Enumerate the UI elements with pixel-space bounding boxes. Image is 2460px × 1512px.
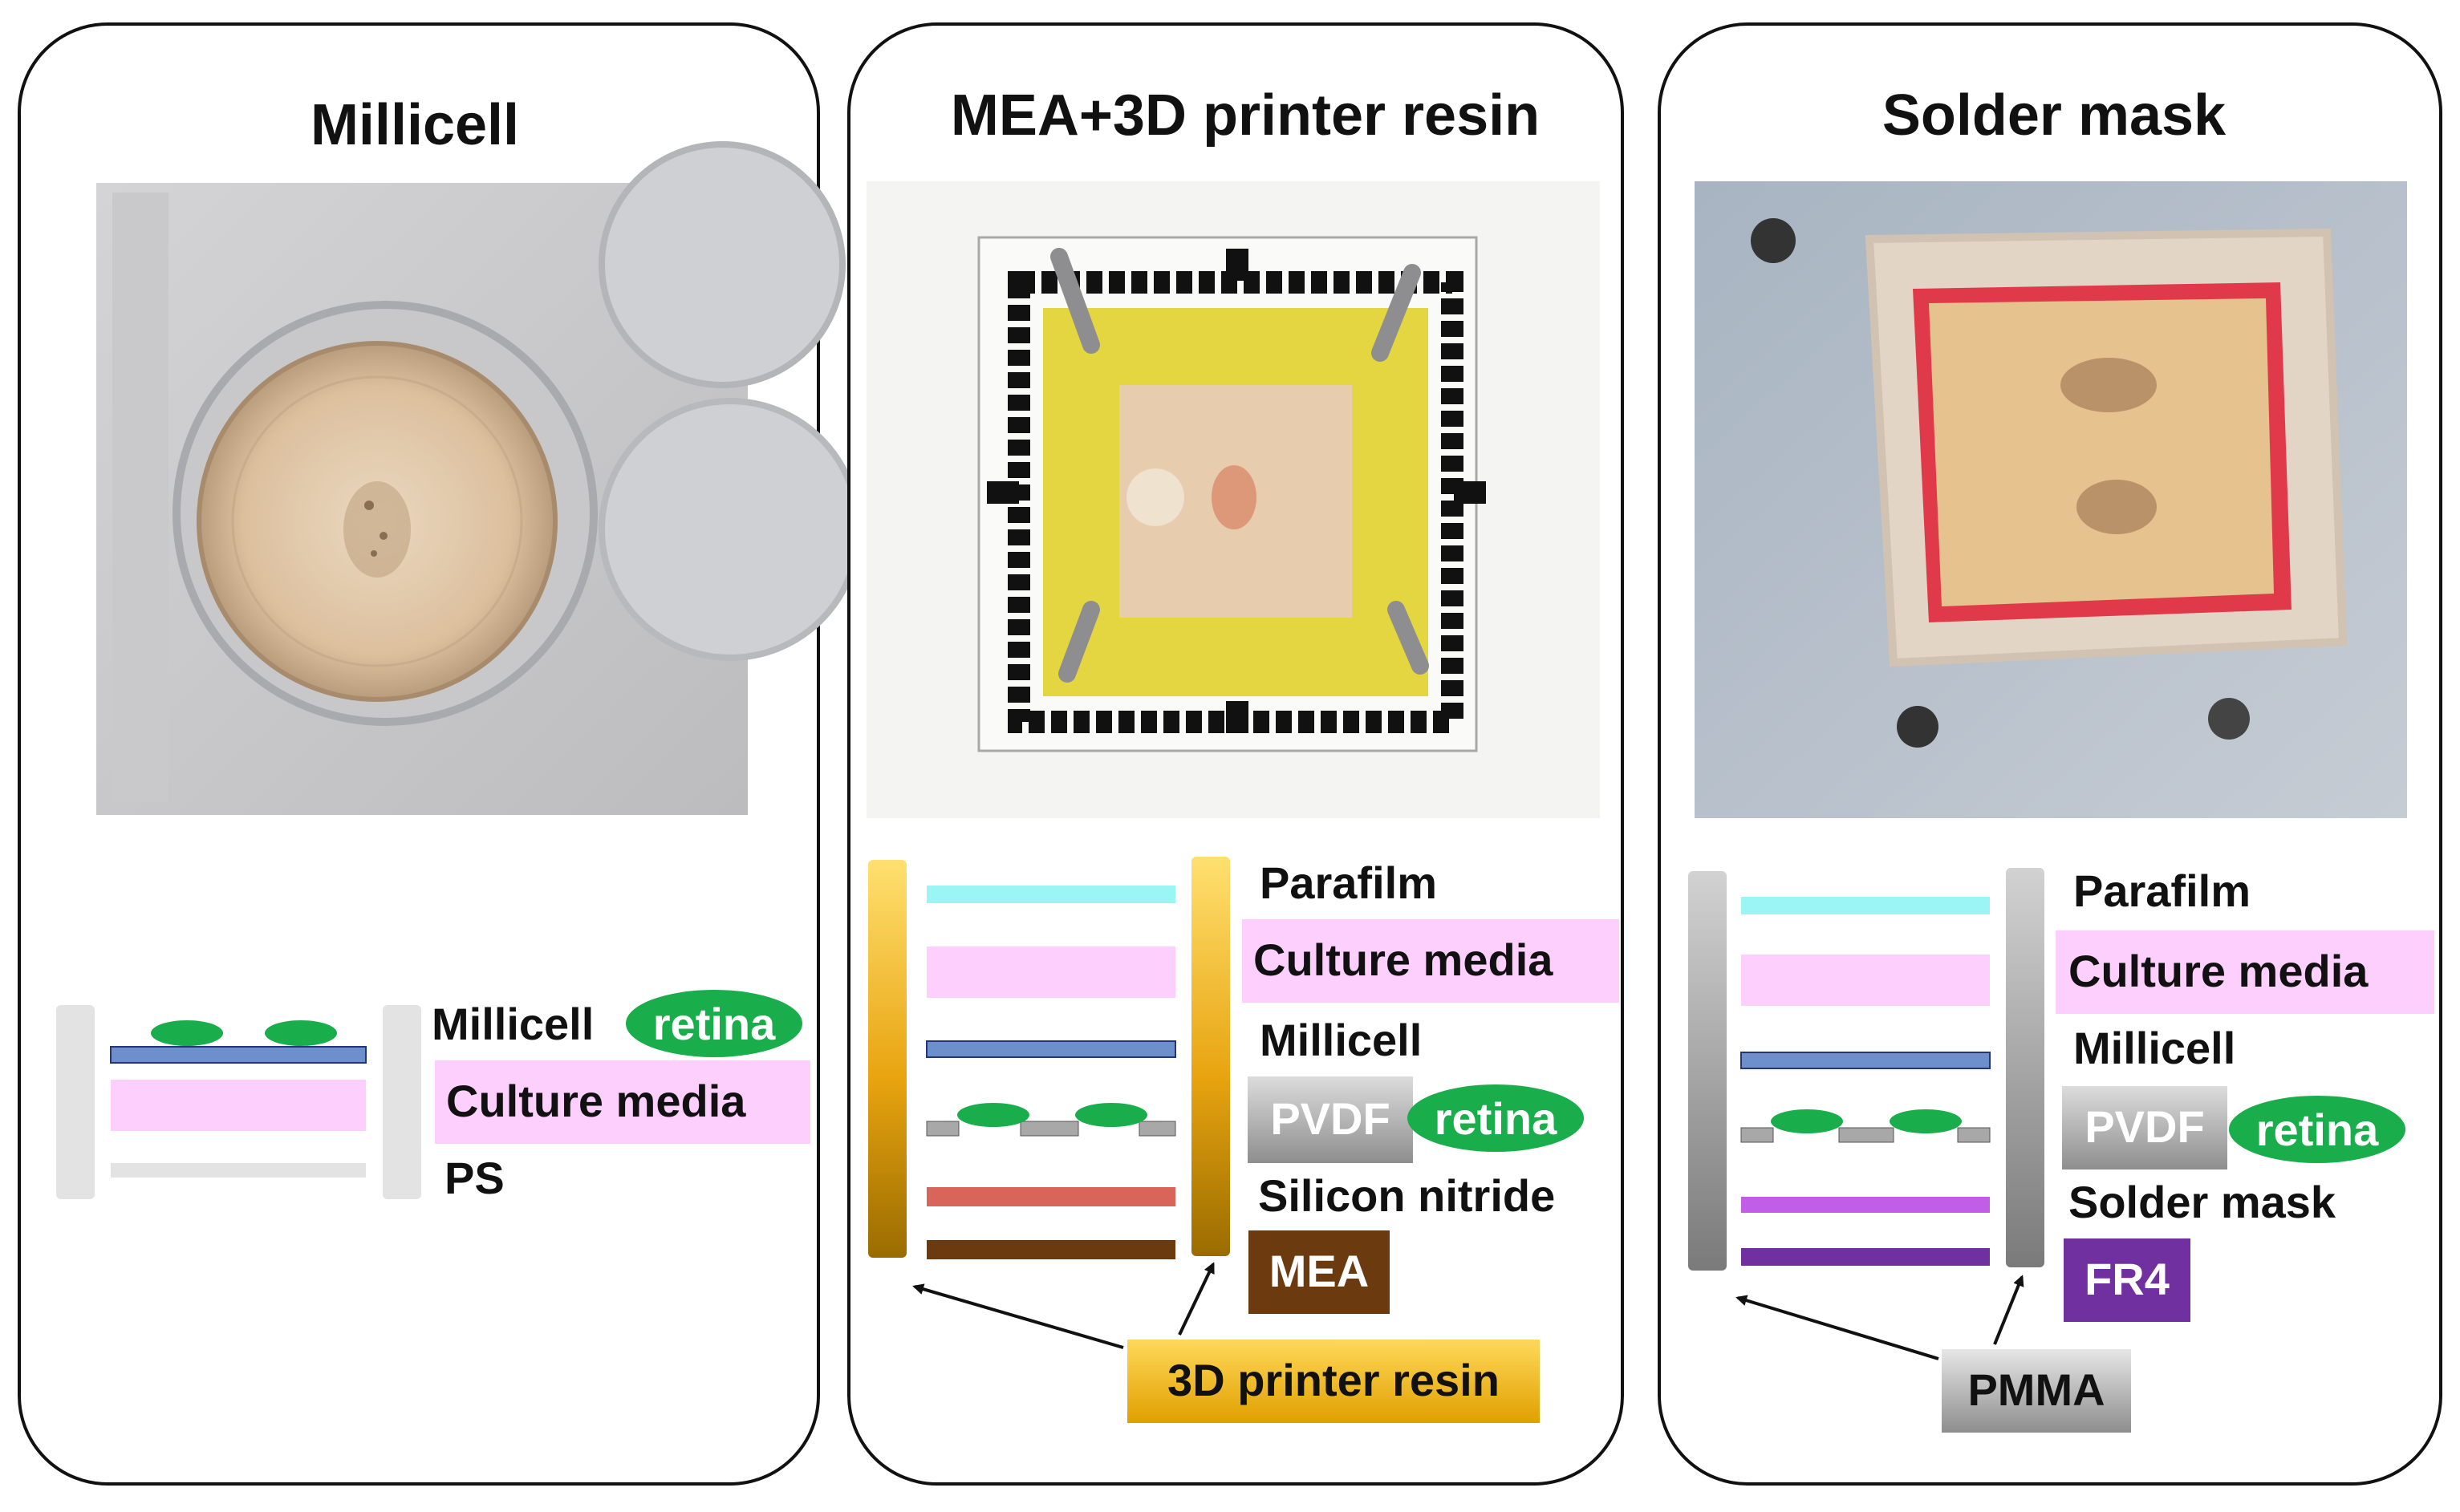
- pointer-arrow: [1735, 1295, 1939, 1360]
- culture-media-badge: [2056, 930, 2434, 1014]
- panel-title: Millicell: [311, 93, 519, 157]
- label-culture-media: Culture media: [1253, 934, 1553, 985]
- millicell-layer-bar: [110, 1046, 367, 1064]
- retina-badge: [626, 990, 802, 1057]
- pvdf-segment: [1020, 1121, 1079, 1137]
- panel-title: MEA+3D printer resin: [951, 83, 1540, 148]
- pmma-pillar-left: [1688, 871, 1727, 1271]
- panel-solder-mask: Solder mask Parafilm Culture media Mi: [1658, 22, 2442, 1486]
- pvdf-badge: [2062, 1086, 2227, 1169]
- label-silicon-nitride: Silicon nitride: [1258, 1170, 1555, 1221]
- label-ps: PS: [445, 1153, 505, 1203]
- panel-mea-resin: MEA+3D printer resin: [847, 22, 1624, 1486]
- pmma-label-badge: [1942, 1349, 2131, 1433]
- pvdf-badge: [1248, 1076, 1413, 1163]
- parafilm-layer: [1741, 897, 1990, 914]
- panel-title: Solder mask: [1882, 83, 2227, 148]
- pvdf-segment: [926, 1121, 960, 1137]
- millicell-layer-bar: [926, 1040, 1176, 1058]
- culture-media-layer: [927, 947, 1175, 998]
- culture-media-badge: [435, 1060, 810, 1144]
- retina-marker: [151, 1020, 223, 1046]
- label-millicell: Millicell: [2073, 1023, 2235, 1073]
- pmma-pillar-right: [2006, 868, 2044, 1267]
- retina-marker: [957, 1103, 1029, 1127]
- retina-marker: [1075, 1103, 1147, 1127]
- label-resin: 3D printer resin: [1167, 1355, 1500, 1405]
- label-culture-media: Culture media: [2068, 946, 2369, 996]
- ps-layer: [111, 1163, 366, 1178]
- parafilm-layer: [927, 886, 1175, 903]
- label-retina: retina: [1435, 1093, 1557, 1144]
- label-solder-mask: Solder mask: [2068, 1177, 2336, 1227]
- mea-layer: [927, 1240, 1175, 1259]
- label-retina: retina: [653, 999, 776, 1049]
- fr4-layer: [1741, 1248, 1990, 1266]
- mea-photo: [867, 181, 1600, 818]
- pvdf-segment: [1838, 1127, 1894, 1143]
- pvdf-segment: [1740, 1127, 1774, 1143]
- resin-pillar-right: [1191, 857, 1230, 1256]
- label-parafilm: Parafilm: [1260, 857, 1437, 908]
- retina-badge: [2229, 1096, 2405, 1163]
- label-culture-media: Culture media: [446, 1076, 746, 1126]
- label-mea: MEA: [1269, 1246, 1369, 1296]
- label-retina: retina: [2256, 1105, 2379, 1155]
- resin-label-badge: [1127, 1340, 1540, 1423]
- label-millicell: Millicell: [1260, 1015, 1422, 1065]
- millicell-layer-bar: [1740, 1052, 1991, 1069]
- resin-pillar-left: [868, 860, 907, 1258]
- mea-badge: [1248, 1230, 1390, 1314]
- label-millicell: Millicell: [432, 999, 594, 1049]
- culture-media-layer: [1741, 955, 1990, 1006]
- panel-millicell: Millicell Millicell retina Culture media: [18, 22, 862, 1486]
- solder-mask-photo: [1695, 181, 2407, 818]
- culture-media-layer: [111, 1080, 366, 1131]
- pointer-arrow: [912, 1283, 1124, 1349]
- label-pmma: PMMA: [1967, 1364, 2105, 1415]
- label-fr4: FR4: [2085, 1254, 2170, 1304]
- holder-wall-left: [56, 1005, 95, 1199]
- retina-marker: [1890, 1109, 1962, 1133]
- retina-marker: [265, 1020, 337, 1046]
- label-parafilm: Parafilm: [2073, 865, 2251, 916]
- fr4-badge: [2064, 1238, 2190, 1322]
- pvdf-segment: [1957, 1127, 1991, 1143]
- holder-wall-right: [383, 1005, 421, 1199]
- culture-media-badge: [1242, 919, 1619, 1003]
- label-pvdf: PVDF: [2085, 1101, 2204, 1152]
- label-pvdf: PVDF: [1270, 1093, 1390, 1144]
- pointer-arrow: [1993, 1275, 2024, 1345]
- retina-marker: [1771, 1109, 1843, 1133]
- pvdf-segment: [1139, 1121, 1176, 1137]
- solder-mask-layer: [1741, 1197, 1990, 1213]
- pointer-arrow: [1178, 1262, 1215, 1336]
- retina-badge: [1407, 1084, 1584, 1152]
- millicell-photo: [96, 141, 862, 815]
- silicon-nitride-layer: [927, 1187, 1175, 1206]
